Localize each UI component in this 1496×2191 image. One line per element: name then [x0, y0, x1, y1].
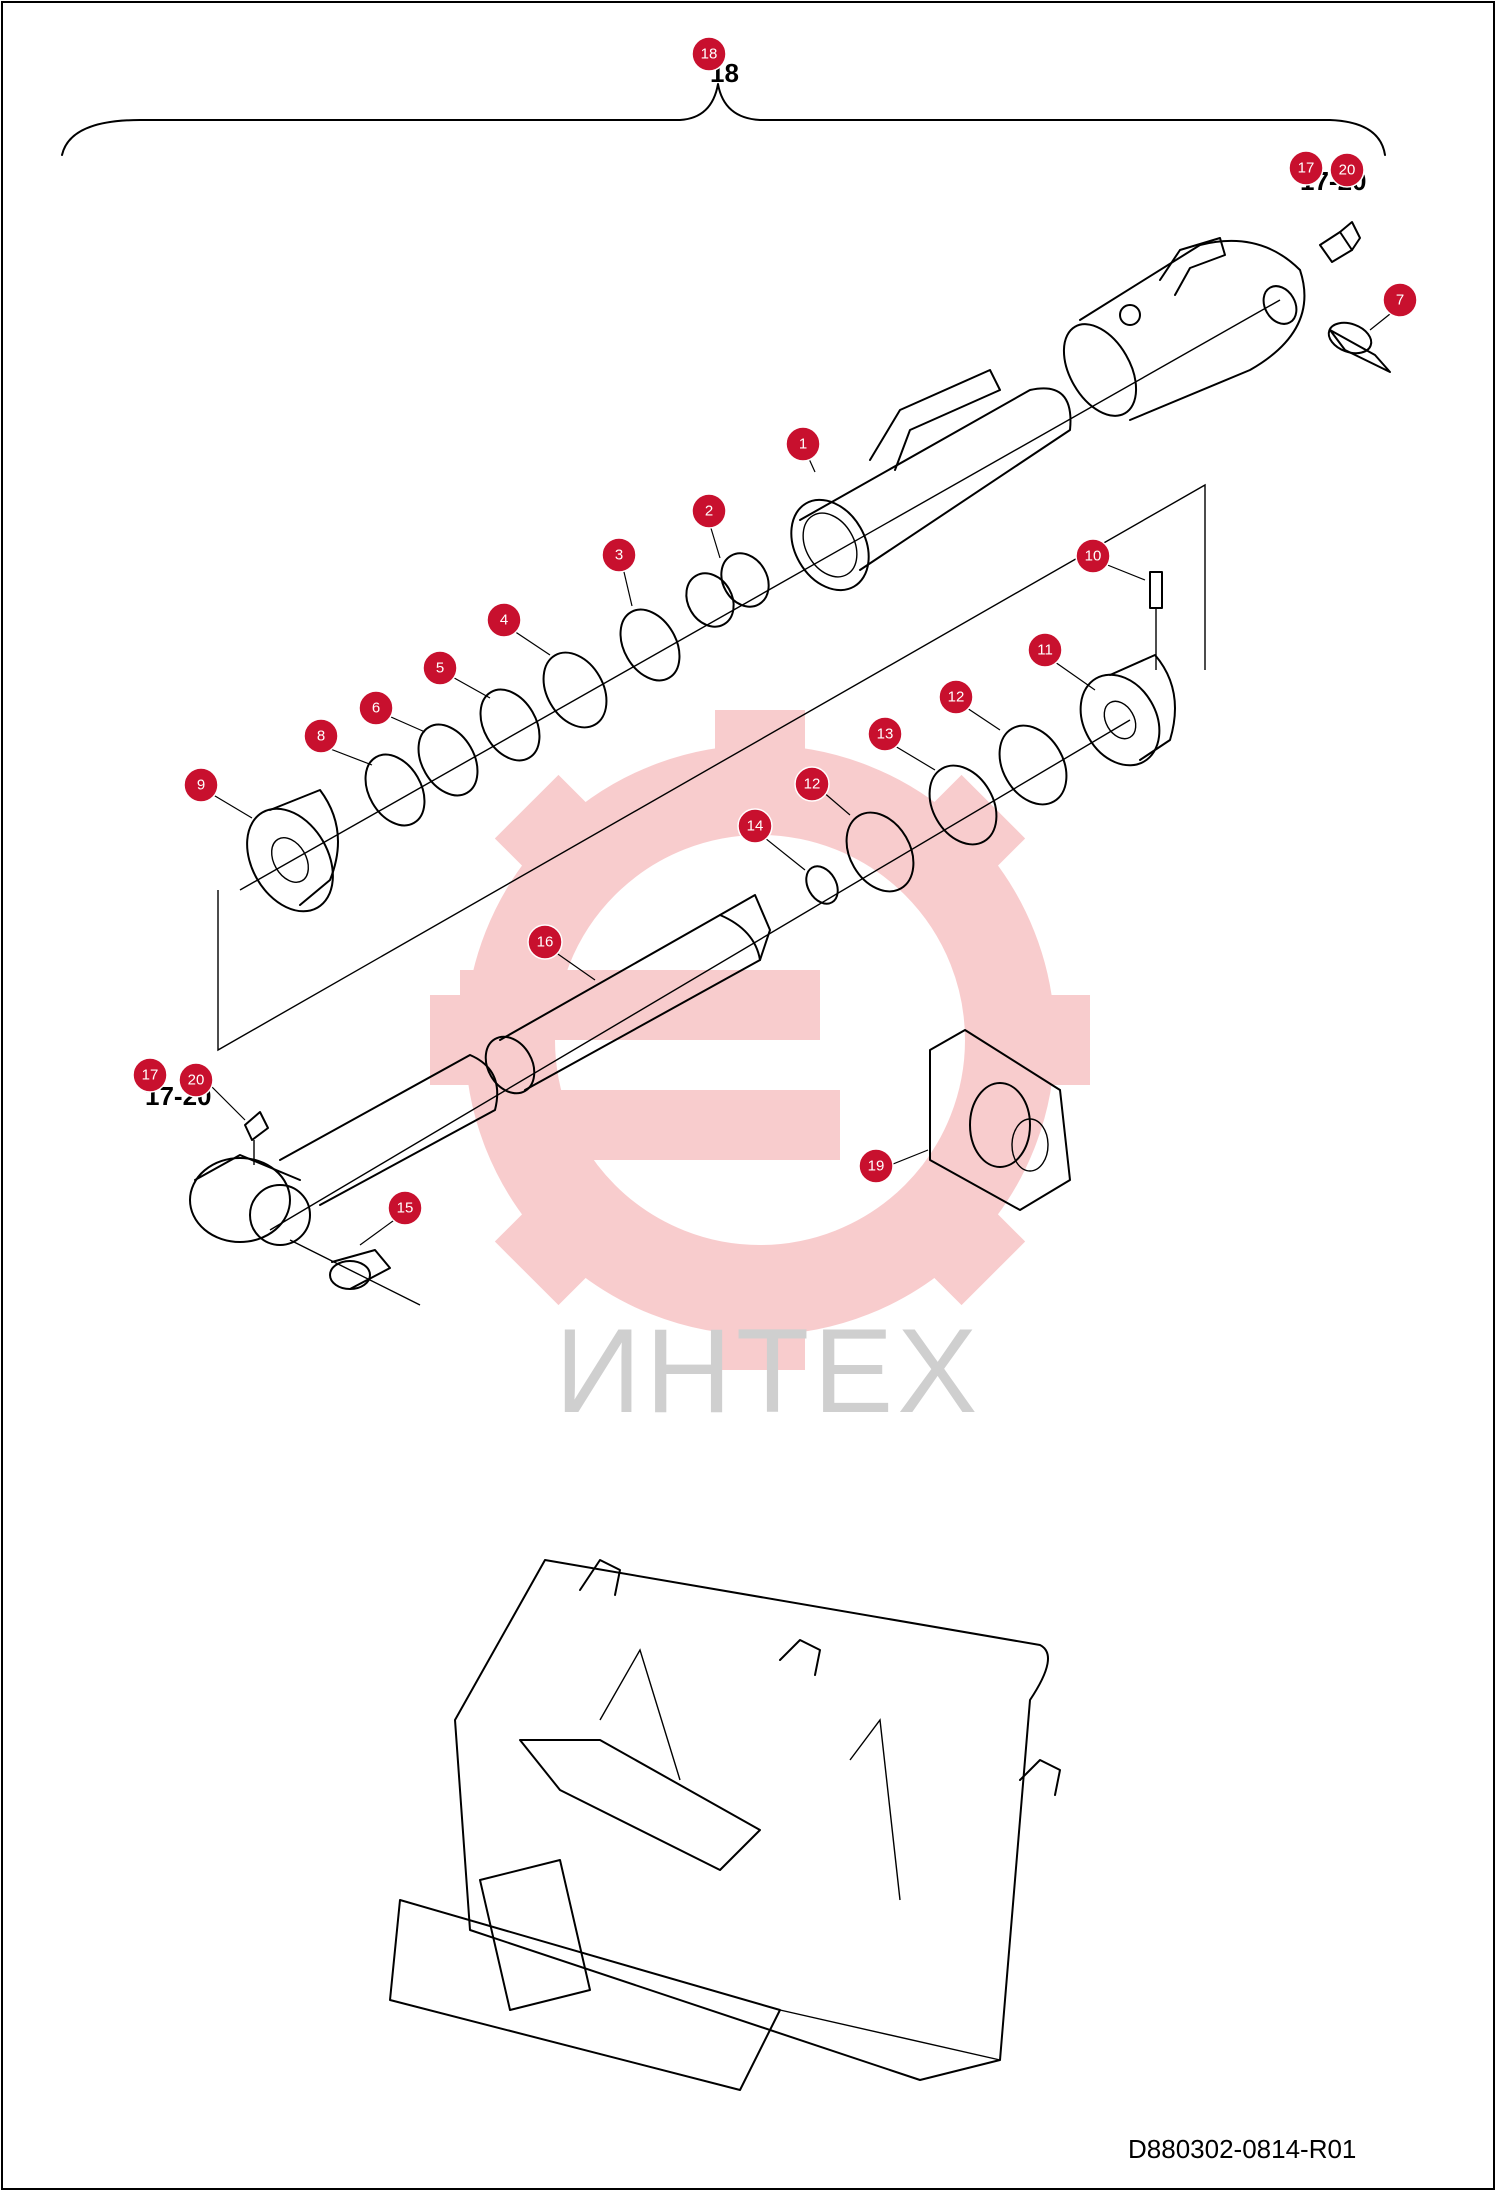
group-bracket	[217, 483, 1206, 1052]
svg-text:15: 15	[397, 1200, 414, 1217]
callout-17-left: 17	[132, 1057, 168, 1093]
cylinder-rear-end	[1062, 237, 1306, 421]
svg-text:7: 7	[1396, 292, 1404, 309]
svg-text:18: 18	[701, 46, 718, 63]
ring-6	[417, 723, 479, 797]
ring-12-upper	[998, 724, 1068, 806]
bushing-15	[289, 1239, 421, 1306]
svg-text:13: 13	[877, 726, 894, 743]
gear-icon	[430, 710, 1090, 1370]
svg-text:20: 20	[188, 1072, 205, 1089]
callout-4: 4	[486, 602, 522, 638]
piston-rod-16	[279, 894, 771, 1206]
seal-kit-box-19	[929, 1029, 1071, 1211]
svg-text:19: 19	[868, 1158, 885, 1175]
svg-text:20: 20	[1339, 162, 1356, 179]
cylinder-tube	[790, 369, 1072, 592]
watermark-logo	[430, 710, 1090, 1370]
svg-text:3: 3	[615, 547, 623, 564]
watermark-text: ИНТЕХ	[555, 1304, 981, 1438]
callout-2: 2	[691, 493, 727, 529]
svg-text:8: 8	[317, 728, 325, 745]
callout-6: 6	[358, 690, 394, 726]
callout-18: 18	[691, 36, 727, 72]
rod-eye	[189, 1154, 311, 1246]
bushing-7	[1327, 321, 1391, 373]
callout-16: 16	[527, 924, 563, 960]
o-ring-3	[619, 608, 681, 682]
seal-5	[479, 688, 541, 762]
svg-text:12: 12	[948, 689, 965, 706]
svg-text:11: 11	[1037, 642, 1053, 659]
callout-12-lower: 12	[794, 766, 830, 802]
callout-9: 9	[183, 767, 219, 803]
svg-text:5: 5	[436, 660, 444, 677]
svg-text:17: 17	[142, 1067, 159, 1084]
ring-8	[364, 753, 426, 827]
ring-12-lower	[845, 811, 915, 893]
loader-bucket-illustration	[389, 1559, 1061, 2091]
svg-text:14: 14	[747, 818, 764, 835]
gland-9	[246, 789, 339, 913]
svg-text:10: 10	[1085, 548, 1102, 565]
callout-5: 5	[422, 650, 458, 686]
bushing-2	[685, 552, 770, 628]
drawing-code: D880302-0814-R01	[1128, 2134, 1356, 2164]
callout-20-left: 20	[178, 1062, 214, 1098]
set-screw-10	[1149, 571, 1163, 670]
callout-20-top: 20	[1329, 152, 1365, 188]
svg-text:2: 2	[705, 503, 713, 520]
grease-fitting-top	[1319, 221, 1361, 263]
grease-fitting-left	[244, 1111, 269, 1165]
svg-text:16: 16	[537, 934, 554, 951]
callout-15: 15	[387, 1190, 423, 1226]
callout-3: 3	[601, 537, 637, 573]
callout-14: 14	[737, 808, 773, 844]
axis-line-upper	[239, 299, 1281, 891]
svg-text:6: 6	[372, 700, 380, 717]
svg-text:1: 1	[799, 436, 807, 453]
callout-17-top: 17	[1288, 150, 1324, 186]
callout-8: 8	[303, 718, 339, 754]
assembly-brace	[61, 83, 1386, 156]
callout-12-upper: 12	[938, 679, 974, 715]
callout-7: 7	[1382, 282, 1418, 318]
callout-13: 13	[867, 716, 903, 752]
callout-19: 19	[858, 1148, 894, 1184]
callout-1: 1	[785, 426, 821, 462]
svg-text:4: 4	[500, 612, 508, 629]
ring-4	[542, 651, 608, 729]
svg-text:12: 12	[804, 776, 821, 793]
callout-10: 10	[1075, 538, 1111, 574]
piston-11	[1079, 654, 1176, 767]
svg-text:17: 17	[1298, 160, 1315, 177]
svg-text:9: 9	[197, 777, 205, 794]
axis-line-lower	[269, 719, 1131, 1231]
o-ring-14	[805, 865, 839, 905]
seal-13	[928, 764, 998, 846]
callout-11: 11	[1027, 632, 1063, 668]
